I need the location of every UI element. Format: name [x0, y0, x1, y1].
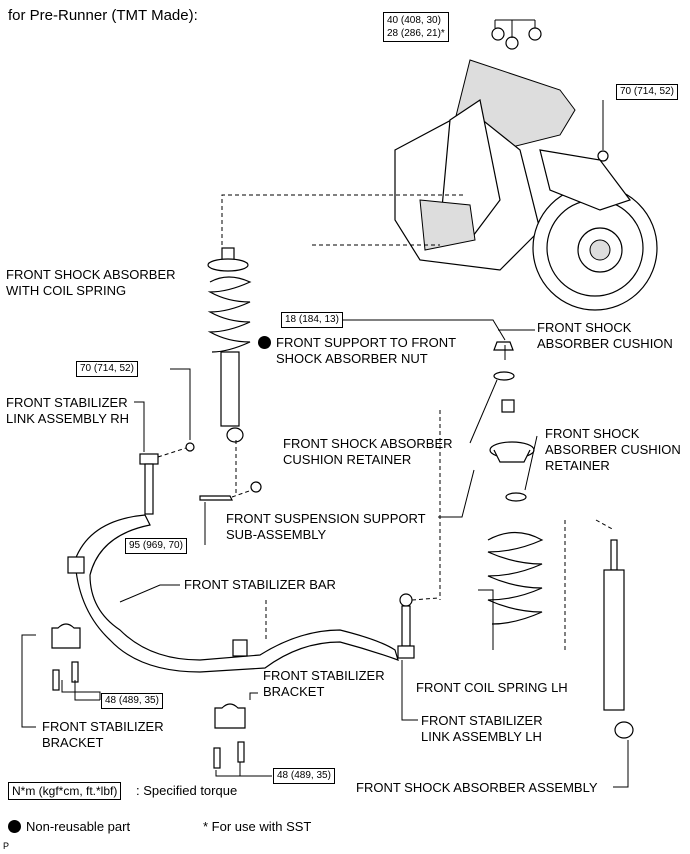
torque-box-bracket-left: 48 (489, 35) — [101, 693, 163, 709]
torque-box-knuckle-nut: 70 (714, 52) — [616, 84, 678, 100]
label-support-nut: FRONT SUPPORT TO FRONT SHOCK ABSORBER NU… — [258, 335, 456, 367]
stabilizer-bar — [67, 514, 399, 673]
torque-box-link-rh: 70 (714, 52) — [76, 361, 138, 377]
label-bracket-right: FRONT STABILIZER BRACKET — [263, 668, 385, 699]
non-reusable-icon — [8, 820, 21, 833]
label-cushion: FRONT SHOCK ABSORBER CUSHION — [537, 320, 673, 351]
page-title: for Pre-Runner (TMT Made): — [8, 7, 198, 24]
legend-torque-unit: N*m (kgf*cm, ft.*lbf) — [8, 782, 122, 800]
label-support-sub: FRONT SUSPENSION SUPPORT SUB-ASSEMBLY — [226, 511, 426, 542]
legend-non-reusable: Non-reusable part — [8, 819, 130, 835]
torque-box-bracket-right: 48 (489, 35) — [273, 768, 335, 784]
label-coil-spring: FRONT COIL SPRING LH — [416, 680, 568, 695]
torque-box-upper-nuts: 40 (408, 30) 28 (286, 21)* — [383, 12, 449, 42]
non-reusable-icon — [258, 336, 271, 349]
stabilizer-link-rh — [139, 442, 262, 515]
stabilizer-link-lh — [397, 593, 415, 659]
torque-value-sst: 28 (286, 21)* — [387, 28, 445, 39]
coil-spring-lh — [487, 531, 544, 625]
torque-box-lower-bolt: 95 (969, 70) — [125, 538, 187, 554]
legend-specified-torque: : Specified torque — [136, 783, 238, 798]
label-link-rh: FRONT STABILIZER LINK ASSEMBLY RH — [6, 395, 130, 426]
label-shock-with-spring: FRONT SHOCK ABSORBER WITH COIL SPRING — [6, 267, 176, 298]
corner-mark: P — [3, 841, 10, 851]
label-shock-assy: FRONT SHOCK ABSORBER ASSEMBLY — [356, 780, 598, 795]
torque-box-support-nut: 18 (184, 13) — [281, 312, 343, 328]
shock-absorber-assembly — [603, 539, 634, 739]
shock-with-coil-spring — [207, 247, 252, 443]
torque-value: 40 (408, 30) — [387, 15, 441, 26]
upper-mount-parts — [489, 341, 535, 502]
legend-sst-note: * For use with SST — [203, 819, 312, 834]
label-cushion-retainer-left: FRONT SHOCK ABSORBER CUSHION RETAINER — [283, 436, 453, 467]
label-cushion-retainer-right: FRONT SHOCK ABSORBER CUSHION RETAINER — [545, 426, 681, 473]
label-stab-bar: FRONT STABILIZER BAR — [184, 577, 336, 592]
stabilizer-brackets — [51, 623, 246, 769]
label-bracket-left: FRONT STABILIZER BRACKET — [42, 719, 164, 750]
label-link-lh: FRONT STABILIZER LINK ASSEMBLY LH — [421, 713, 543, 744]
steering-knuckle-assembly — [394, 27, 658, 311]
